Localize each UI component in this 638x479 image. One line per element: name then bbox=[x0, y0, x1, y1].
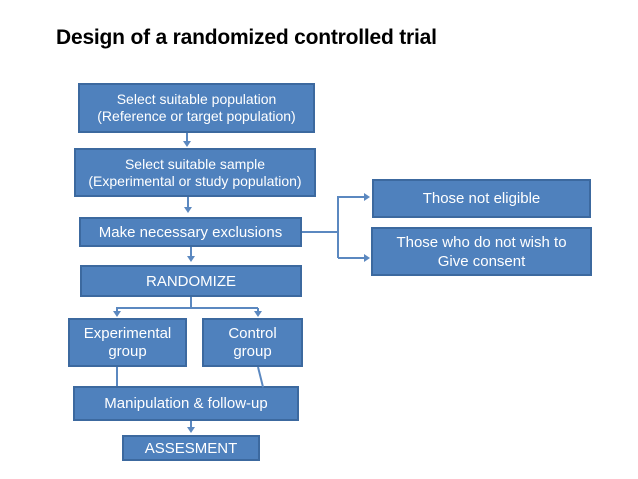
node-exclusions: Make necessary exclusions bbox=[79, 217, 302, 247]
connector-branch-vertical bbox=[337, 196, 339, 258]
node-assessment-label: ASSESMENT bbox=[144, 439, 238, 457]
connector-experimental-to-manipulation bbox=[116, 367, 118, 386]
connector-branch-to-not-eligible bbox=[338, 196, 365, 198]
node-not-eligible-label: Those not eligible bbox=[422, 190, 541, 207]
node-no-consent: Those who do not wish to Give consent bbox=[371, 227, 592, 276]
node-select-sample-line1: Select suitable sample bbox=[124, 155, 266, 172]
connector-split-left bbox=[116, 308, 118, 312]
arrowhead-right-icon bbox=[364, 193, 370, 201]
node-experimental-group: Experimental group bbox=[68, 318, 187, 367]
arrowhead-down-icon bbox=[183, 141, 191, 147]
connector-branch-to-no-consent bbox=[338, 257, 365, 259]
connector-randomize-split bbox=[116, 307, 258, 309]
node-manipulation-label: Manipulation & follow-up bbox=[104, 395, 268, 412]
node-select-population-line2: (Reference or target population) bbox=[97, 108, 296, 124]
node-select-population-line1: Select suitable population bbox=[116, 91, 277, 107]
connector-exclusions-to-randomize bbox=[190, 247, 192, 257]
node-select-sample: Select suitable sample (Experimental or … bbox=[74, 148, 316, 197]
node-exclusions-label: Make necessary exclusions bbox=[98, 223, 283, 241]
node-control-line2: group bbox=[233, 342, 272, 360]
arrowhead-down-icon bbox=[187, 256, 195, 262]
node-select-population: Select suitable population (Reference or… bbox=[78, 83, 315, 133]
node-control-line1: Control bbox=[228, 324, 277, 342]
node-experimental-line1: Experimental bbox=[83, 324, 172, 342]
connector-randomize-stub bbox=[190, 297, 192, 308]
arrowhead-down-icon bbox=[254, 311, 262, 317]
node-manipulation-followup: Manipulation & follow-up bbox=[73, 386, 299, 421]
node-no-consent-line2: Give consent bbox=[437, 252, 526, 270]
arrowhead-down-icon bbox=[187, 427, 195, 433]
node-randomize: RANDOMIZE bbox=[80, 265, 302, 297]
arrowhead-down-icon bbox=[184, 207, 192, 213]
node-assessment: ASSESMENT bbox=[122, 435, 260, 461]
arrowhead-down-icon bbox=[113, 311, 121, 317]
arrowhead-right-icon bbox=[364, 254, 370, 262]
slide-title: Design of a randomized controlled trial bbox=[56, 26, 437, 49]
connector-manipulation-to-assessment bbox=[190, 421, 192, 428]
node-select-sample-line2: (Experimental or study population) bbox=[88, 172, 302, 189]
node-experimental-line2: group bbox=[108, 342, 147, 360]
connector-exclusions-branch-stub bbox=[302, 231, 338, 233]
node-randomize-label: RANDOMIZE bbox=[146, 272, 236, 290]
node-control-group: Control group bbox=[202, 318, 303, 367]
connector-sample-to-exclusions bbox=[187, 197, 189, 208]
node-no-consent-line1: Those who do not wish to bbox=[396, 233, 567, 251]
connector-population-to-sample bbox=[186, 133, 188, 142]
node-not-eligible: Those not eligible bbox=[372, 179, 591, 218]
connector-control-to-manipulation bbox=[257, 366, 265, 388]
connector-split-right bbox=[257, 308, 259, 312]
